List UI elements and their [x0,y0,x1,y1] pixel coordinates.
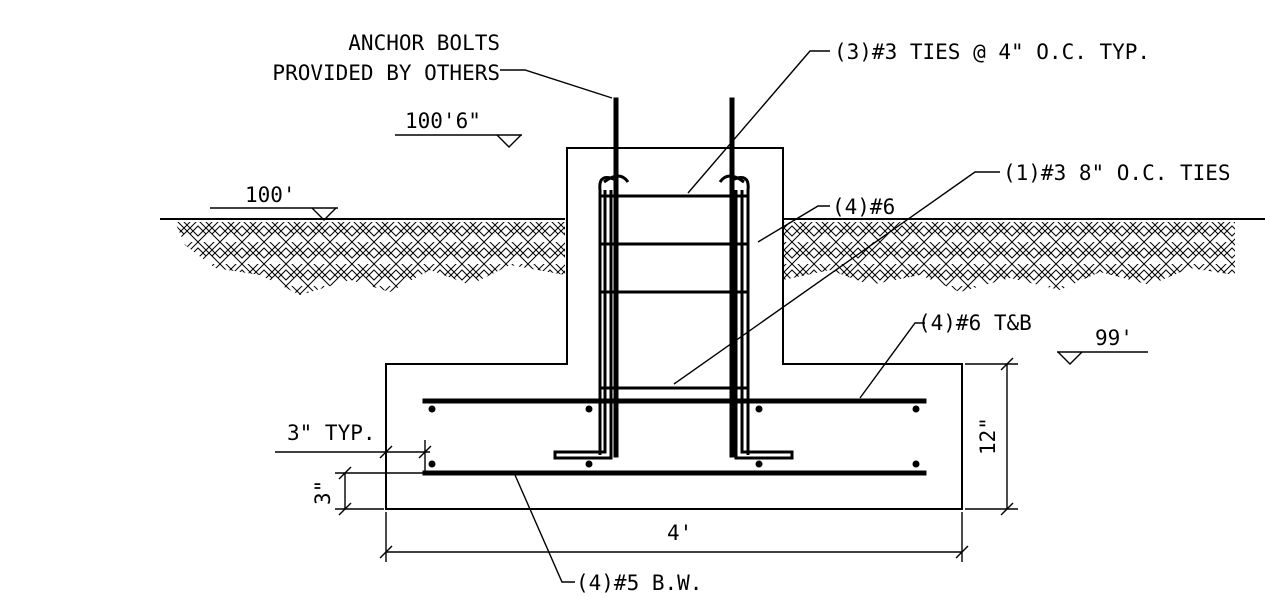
concrete-outline [385,147,963,510]
pier-ties [600,194,748,390]
footing-bars [422,398,927,476]
label-bars-4-6: (4)#6 [832,195,895,219]
elevation-markers [210,134,1148,365]
dimension-lines [275,357,1018,562]
elev-bottom: 99' [1095,326,1133,350]
label-cover-typ: 3" TYP. [287,421,376,445]
leader-lines [500,50,1000,583]
anchor-bolts [598,97,750,458]
annotations: ANCHOR BOLTS PROVIDED BY OTHERS (3)#3 TI… [245,31,1231,595]
dim-footing-thickness: 12" [976,417,1000,455]
pier-vertical-bars [553,190,794,460]
label-anchor-bolts-1: ANCHOR BOLTS [348,31,500,55]
soil-hatch [175,222,1235,295]
label-bars-4-6-tb: (4)#6 T&B [918,311,1032,335]
label-ties-1: (1)#3 8" O.C. TIES [1003,161,1231,185]
elev-grade: 100' [245,183,296,207]
label-ties-3: (3)#3 TIES @ 4" O.C. TYP. [834,40,1150,64]
dim-cover: 3" [311,480,335,505]
label-bars-4-5-bw: (4)#5 B.W. [576,571,702,595]
label-anchor-bolts-2: PROVIDED BY OTHERS [272,61,500,85]
elev-top-of-pier: 100'6" [405,109,481,133]
dim-footing-width: 4' [667,521,692,545]
